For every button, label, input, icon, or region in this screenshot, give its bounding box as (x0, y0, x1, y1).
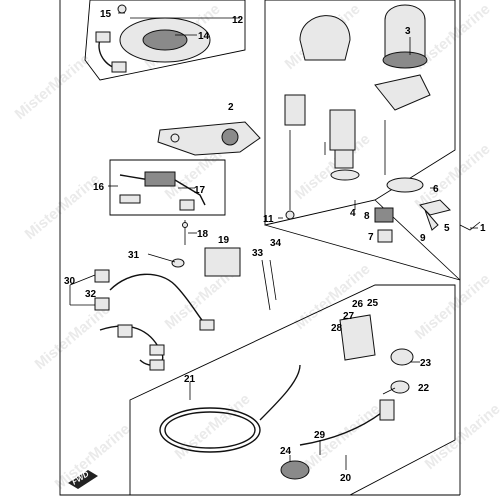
callout-17: 17 (194, 185, 206, 196)
callout-33: 33 (252, 248, 264, 259)
watermark: MisterMarine (412, 271, 494, 344)
relay-parts (374, 177, 451, 243)
lower-panel (129, 284, 456, 496)
base-plate (157, 121, 261, 156)
callout-21: 21 (184, 374, 196, 385)
watermark: MisterMarine (32, 301, 114, 374)
callout-18: 18 (197, 229, 209, 240)
callout-34: 34 (270, 238, 282, 249)
callout-24: 24 (280, 446, 292, 457)
callout-7: 7 (368, 232, 374, 243)
callout-28: 28 (331, 323, 343, 334)
callout-32: 32 (85, 289, 97, 300)
watermark-layer: MisterMarine MisterMarine MisterMarine M… (12, 1, 500, 494)
callout-25: 25 (367, 298, 379, 309)
harness-panel (94, 258, 215, 371)
callout-29: 29 (314, 430, 326, 441)
callout-2: 2 (228, 102, 234, 113)
callout-11: 11 (263, 214, 274, 225)
watermark: MisterMarine (422, 401, 500, 474)
callout-26: 26 (352, 299, 364, 310)
callout-14: 14 (198, 31, 210, 42)
callout-labels: 15 12 14 2 16 17 18 19 31 33 34 30 32 3 … (64, 9, 486, 484)
callout-8: 8 (364, 211, 370, 222)
callout-23: 23 (420, 358, 432, 369)
cdi-unit (204, 247, 277, 311)
callout-6: 6 (433, 184, 439, 195)
callout-16: 16 (93, 182, 105, 193)
callout-9: 9 (420, 233, 426, 244)
callout-4: 4 (350, 208, 356, 219)
callout-22: 22 (418, 383, 430, 394)
callout-19: 19 (218, 235, 230, 246)
callout-leaders (69, 12, 478, 470)
watermark: MisterMarine (52, 421, 134, 494)
callout-15: 15 (100, 9, 112, 20)
rectifier-panel (109, 159, 226, 245)
starter-panel (264, 0, 456, 226)
callout-12: 12 (232, 15, 244, 26)
callout-5: 5 (444, 223, 450, 234)
watermark: MisterMarine (22, 171, 104, 244)
callout-3: 3 (405, 26, 411, 37)
watermark: MisterMarine (12, 51, 94, 124)
callout-20: 20 (340, 473, 352, 484)
callout-31: 31 (128, 250, 140, 261)
callout-27: 27 (343, 311, 355, 322)
callout-30: 30 (64, 276, 76, 287)
callout-1: 1 (480, 223, 486, 234)
